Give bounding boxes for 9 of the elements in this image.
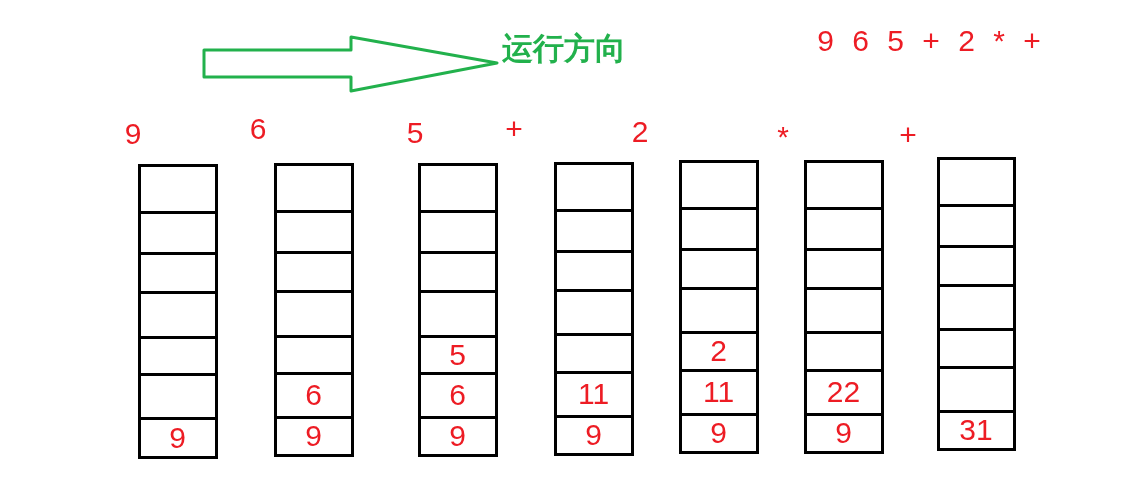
input-token: 5 bbox=[406, 118, 424, 148]
input-token: 9 bbox=[124, 119, 142, 149]
direction-label: 运行方向 bbox=[502, 32, 626, 64]
input-token: 2 bbox=[631, 117, 649, 147]
input-token: * bbox=[777, 122, 789, 152]
input-token: 6 bbox=[249, 114, 267, 144]
postfix-expression: 9 6 5 + 2 * + bbox=[817, 26, 1041, 56]
input-token: + bbox=[899, 120, 917, 150]
input-token: + bbox=[505, 114, 523, 144]
